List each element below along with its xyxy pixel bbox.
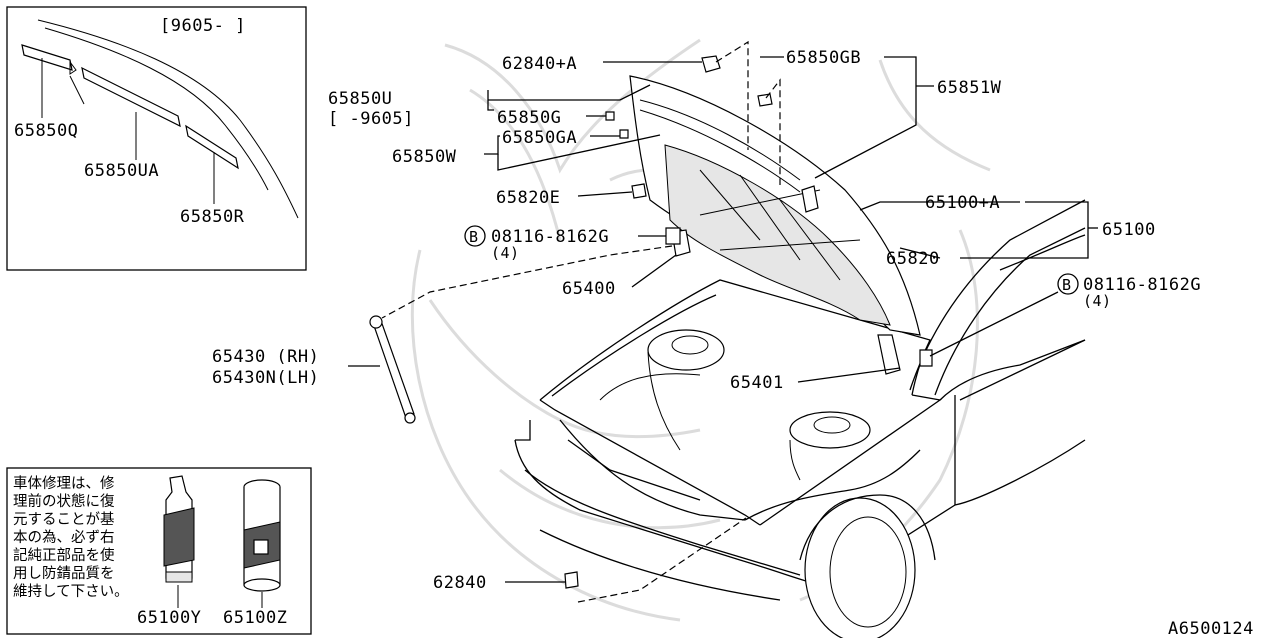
label-65850u: 65850U xyxy=(328,89,392,109)
note-line-3: 元することが基 xyxy=(13,511,115,528)
hood-panel-drawing xyxy=(629,75,921,375)
clip-65850g xyxy=(605,111,615,121)
clip-65850gb xyxy=(757,93,773,107)
molding-r-part xyxy=(185,124,239,170)
hood-edge-outline xyxy=(37,19,299,219)
strut-tower-right xyxy=(789,411,871,449)
molding-ua-part xyxy=(81,66,181,128)
clip-65820e xyxy=(631,183,647,199)
bumper-rubber-bottom xyxy=(564,571,579,589)
note-line-4: 本の為、必ず右 xyxy=(13,529,115,546)
label-65820: 65820 xyxy=(886,249,940,269)
bolt-right xyxy=(919,349,933,367)
leader-lines xyxy=(348,40,1098,603)
label-65100a: 65100+A xyxy=(925,193,1000,213)
label-65850gb: 65850GB xyxy=(786,48,861,68)
badge-right-letter: B xyxy=(1062,276,1072,294)
hood-hinge xyxy=(877,334,901,375)
label-65100z: 65100Z xyxy=(223,608,287,628)
label-65820e: 65820E xyxy=(496,188,560,208)
label-bolt-left-code: 08116-8162G xyxy=(491,227,609,247)
watermark-crest xyxy=(410,38,991,622)
front-wheel xyxy=(804,497,916,638)
label-bolt-right-code: 08116-8162G xyxy=(1083,275,1201,295)
label-65100y: 65100Y xyxy=(137,608,201,628)
badge-left-letter: B xyxy=(469,228,479,246)
note-line-2: 理前の状態に復 xyxy=(13,493,115,510)
label-65430-rh: 65430 (RH) xyxy=(212,347,319,367)
label-65850ga: 65850GA xyxy=(502,128,577,148)
note-line-6: 用し防錆品質を xyxy=(13,564,115,582)
label-62840: 62840 xyxy=(433,573,487,593)
label-65851w: 65851W xyxy=(937,78,1002,98)
bolt-left xyxy=(665,227,681,245)
note-line-5: 記純正部品を使 xyxy=(13,547,115,564)
label-65100: 65100 xyxy=(1102,220,1156,240)
hood-stay-rod xyxy=(369,315,416,424)
car-body-drawing xyxy=(514,199,1086,638)
inset-molding-box: [9605- ] 65850Q 65850UA 65850R xyxy=(6,6,307,271)
diagram-id: A6500124 xyxy=(1168,619,1254,638)
label-bolt-left-qty: (4) xyxy=(491,244,520,262)
note-line-1: 車体修理は、修 xyxy=(13,475,115,492)
label-65400: 65400 xyxy=(562,279,616,299)
label-65850u-range: [ -9605] xyxy=(328,109,414,129)
label-65850r: 65850R xyxy=(180,207,245,227)
note-line-7: 維持して下さい。 xyxy=(13,583,129,600)
callout-labels: 62840+A 65850GB 65851W 65850U [ -9605] 6… xyxy=(212,48,1254,638)
inset-frame xyxy=(6,6,307,271)
hood-insulator xyxy=(664,144,891,326)
fasteners xyxy=(564,55,933,589)
label-65850q: 65850Q xyxy=(14,121,78,141)
inset-date-range: [9605- ] xyxy=(160,16,246,36)
label-65850ua: 65850UA xyxy=(84,161,159,181)
label-65850w: 65850W xyxy=(392,147,457,167)
spray-can-drawing xyxy=(243,479,281,592)
label-65430n-lh: 65430N(LH) xyxy=(212,368,319,388)
bolt-badge-right xyxy=(1057,273,1079,295)
label-65850g: 65850G xyxy=(497,108,561,128)
molding-q-part xyxy=(21,44,73,71)
sealant-tube-drawing xyxy=(163,475,195,583)
label-65401: 65401 xyxy=(730,373,784,393)
clip-65850ga xyxy=(619,129,629,139)
label-bolt-right-qty: (4) xyxy=(1083,292,1112,310)
inset-note-frame xyxy=(6,467,312,635)
label-62840a: 62840+A xyxy=(502,54,577,74)
bumper-rubber-top xyxy=(701,55,721,73)
bolt-badge-left xyxy=(464,225,486,247)
inset-repair-note-box: 車体修理は、修 理前の状態に復 元することが基 本の為、必ず右 記純正部品を使 … xyxy=(6,467,312,635)
